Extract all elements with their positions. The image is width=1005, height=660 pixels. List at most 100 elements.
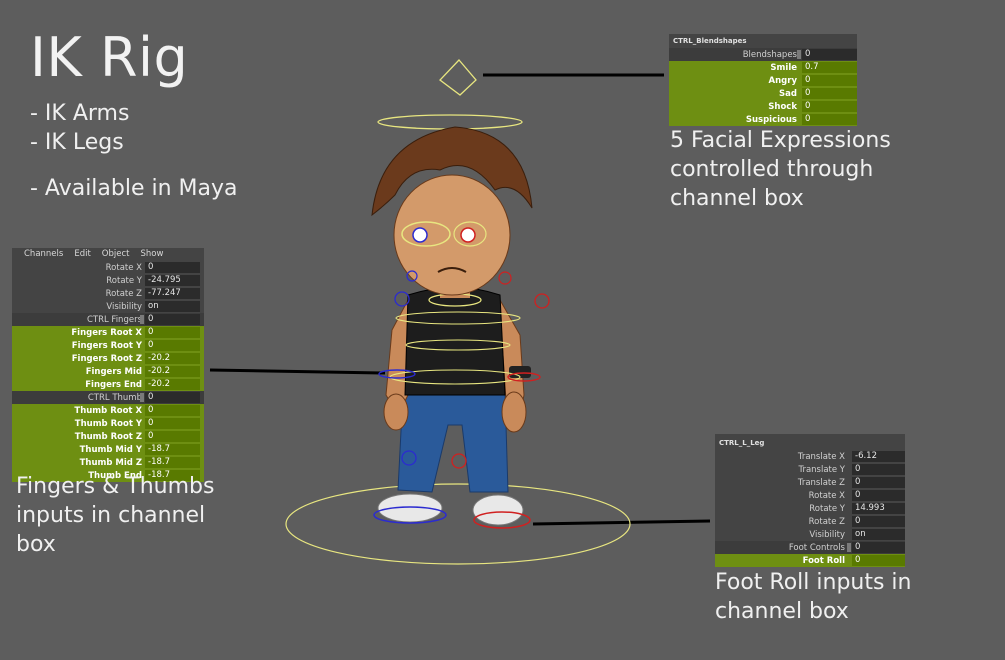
channel-row[interactable]: Thumb Mid Y-18.7 [12, 443, 204, 456]
channel-label: Rotate Z [105, 289, 142, 299]
channel-value-field[interactable]: 0 [852, 490, 905, 501]
channel-row[interactable]: Fingers Root Z-20.2 [12, 352, 204, 365]
channel-value-field[interactable]: 0 [802, 101, 857, 112]
right-eye [460, 227, 476, 243]
channel-row[interactable]: Rotate Z-77.247 [12, 287, 204, 300]
channel-value-field[interactable]: 0 [145, 405, 200, 416]
channel-label: Fingers Mid [85, 367, 142, 377]
channel-value-field[interactable]: 0 [852, 542, 905, 553]
ctrl-marker [140, 393, 144, 402]
face-control-shape [439, 59, 477, 96]
channel-value-field[interactable]: 0 [852, 555, 905, 566]
menu-object[interactable]: Object [101, 249, 130, 259]
menu-edit[interactable]: Edit [74, 249, 91, 259]
channel-value-field[interactable]: -18.7 [145, 470, 200, 481]
channel-box-menu: Channels Edit Object Show [12, 248, 204, 261]
ctrl-marker [847, 543, 851, 552]
channel-value-field[interactable]: 0 [145, 314, 200, 325]
channel-value-field[interactable]: 14.993 [852, 503, 905, 514]
channel-value-field[interactable]: 0 [802, 88, 857, 99]
channel-value-field[interactable]: -24.795 [145, 275, 200, 286]
channel-label: Translate Y [798, 465, 846, 475]
channel-value-field[interactable]: -20.2 [145, 366, 200, 377]
left-hand [383, 393, 409, 431]
channel-value-field[interactable]: on [145, 301, 200, 312]
channel-value-field[interactable]: -18.7 [145, 444, 200, 455]
channel-value-field[interactable]: 0 [145, 392, 200, 403]
channel-row[interactable]: Fingers Mid-20.2 [12, 365, 204, 378]
channel-label: CTRL Thumb [87, 393, 142, 403]
channel-value-field[interactable]: 0 [852, 516, 905, 527]
hair [371, 126, 533, 217]
channel-value-field[interactable]: 0 [145, 327, 200, 338]
channel-value-field[interactable]: 0 [802, 49, 857, 60]
channel-label: Blendshapes [742, 50, 797, 60]
channel-row[interactable]: Thumb Mid Z-18.7 [12, 456, 204, 469]
channel-value-field[interactable]: 0 [802, 75, 857, 86]
spine-control-2 [405, 339, 511, 351]
channel-row[interactable]: Blendshapes 0 [669, 48, 857, 61]
caption-foot: Foot Roll inputs in channel box [715, 568, 912, 626]
feature-maya: - Available in Maya [30, 176, 238, 201]
menu-channels[interactable]: Channels [24, 249, 64, 259]
menu-show[interactable]: Show [140, 249, 164, 259]
channel-value-field[interactable]: 0 [145, 262, 200, 273]
channel-label: Rotate Y [809, 504, 845, 514]
channel-value-field[interactable]: -20.2 [145, 379, 200, 390]
channel-value-field[interactable]: -18.7 [145, 457, 200, 468]
channel-label: Thumb Mid Y [79, 445, 142, 455]
channel-value-field[interactable]: 0 [852, 477, 905, 488]
channel-value-field[interactable]: on [852, 529, 905, 540]
connector-line-fingers [209, 368, 386, 375]
page-title: IK Rig [30, 26, 189, 89]
channel-row[interactable]: Translate Y 0 [715, 463, 905, 476]
channel-value-field[interactable]: -6.12 [852, 451, 905, 462]
channel-row[interactable]: Smile 0.7 [669, 61, 857, 74]
head [393, 174, 511, 296]
channel-row[interactable]: Rotate Y 14.993 [715, 502, 905, 515]
caption-fingers: Fingers & Thumbs inputs in channel box [16, 472, 214, 559]
channel-row[interactable]: Rotate Y-24.795 [12, 274, 204, 287]
channel-row[interactable]: Fingers End-20.2 [12, 378, 204, 391]
left-wrist-control [378, 369, 416, 379]
connector-line-foot [532, 519, 711, 526]
channel-value-field[interactable]: 0 [852, 464, 905, 475]
channel-box-header: CTRL_Blendshapes [673, 37, 747, 45]
channel-value-field[interactable]: -20.2 [145, 353, 200, 364]
channel-row[interactable]: Translate X-6.12 [715, 450, 905, 463]
channel-value-field[interactable]: 0 [145, 340, 200, 351]
channel-value-field[interactable]: 0 [802, 114, 857, 125]
channel-value-field[interactable]: 0.7 [802, 62, 857, 73]
channel-value-field[interactable]: -77.247 [145, 288, 200, 299]
left-shoe [377, 493, 443, 523]
channel-label: Thumb Root Z [74, 432, 142, 442]
channel-value-field[interactable]: 0 [145, 418, 200, 429]
channel-row[interactable]: Thumb End-18.7 [12, 469, 204, 482]
left-eye [412, 227, 428, 243]
channel-label: Smile [770, 63, 797, 73]
channel-value-field[interactable]: 0 [145, 431, 200, 442]
